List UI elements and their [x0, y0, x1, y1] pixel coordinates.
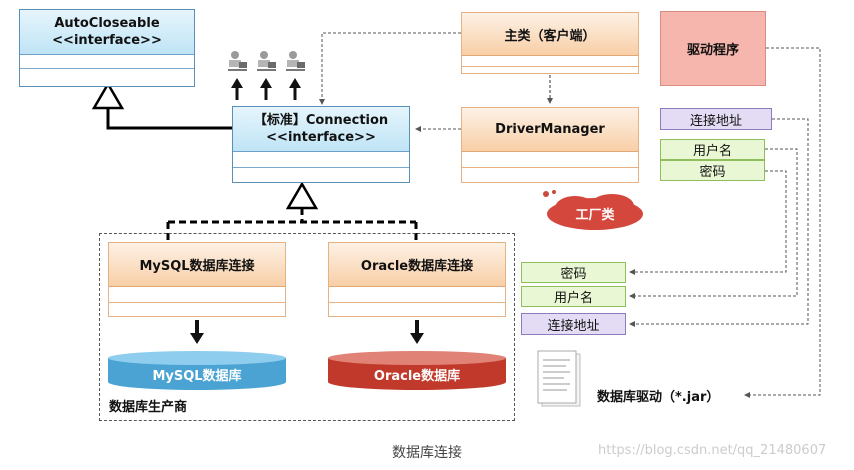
mysql-connection-label: MySQL数据库连接 [109, 243, 285, 287]
autocloseable-interface: AutoCloseable <<interface>> [19, 9, 195, 87]
main-class-label: 主类（客户端） [462, 13, 638, 56]
param-password-left: 密码 [521, 262, 626, 283]
param-address-left: 连接地址 [521, 313, 626, 335]
autocloseable-stereotype: <<interface>> [52, 33, 162, 48]
vendor-group-label: 数据库生产商 [109, 400, 188, 415]
mysql-database-label: MySQL数据库 [152, 368, 242, 384]
jar-label: 数据库驱动（*.jar） [597, 390, 720, 405]
factory-label: 工厂类 [575, 207, 615, 223]
programmer-icon [283, 50, 307, 72]
param-password-right: 密码 [660, 160, 765, 181]
document-icon [536, 350, 584, 410]
param-user-right: 用户名 [660, 139, 765, 160]
driver-manager-box: DriverManager [461, 107, 639, 183]
programmer-icon [225, 50, 249, 72]
oracle-connection-label: Oracle数据库连接 [329, 243, 505, 287]
connection-interface: 【标准】Connection <<interface>> [232, 106, 410, 183]
oracle-connection-box: Oracle数据库连接 [328, 242, 506, 317]
driver-program-box: 驱动程序 [660, 11, 766, 86]
oracle-database-label: Oracle数据库 [373, 368, 461, 384]
mysql-database: MySQL数据库 [108, 350, 286, 390]
diagram-caption: 数据库连接 [392, 445, 462, 461]
connection-name: 【标准】Connection [253, 113, 389, 128]
param-address-right: 连接地址 [660, 108, 772, 130]
autocloseable-name: AutoCloseable [54, 16, 160, 31]
watermark: https://blog.csdn.net/qq_21480607 [598, 443, 827, 458]
oracle-database: Oracle数据库 [328, 350, 506, 390]
param-user-left: 用户名 [521, 286, 626, 307]
connection-stereotype: <<interface>> [266, 130, 376, 145]
factory-cloud: 工厂类 [540, 186, 650, 234]
driver-manager-label: DriverManager [462, 108, 638, 152]
main-class-box: 主类（客户端） [461, 12, 639, 74]
programmer-icon [254, 50, 278, 72]
vendor-group [99, 233, 515, 421]
mysql-connection-box: MySQL数据库连接 [108, 242, 286, 317]
